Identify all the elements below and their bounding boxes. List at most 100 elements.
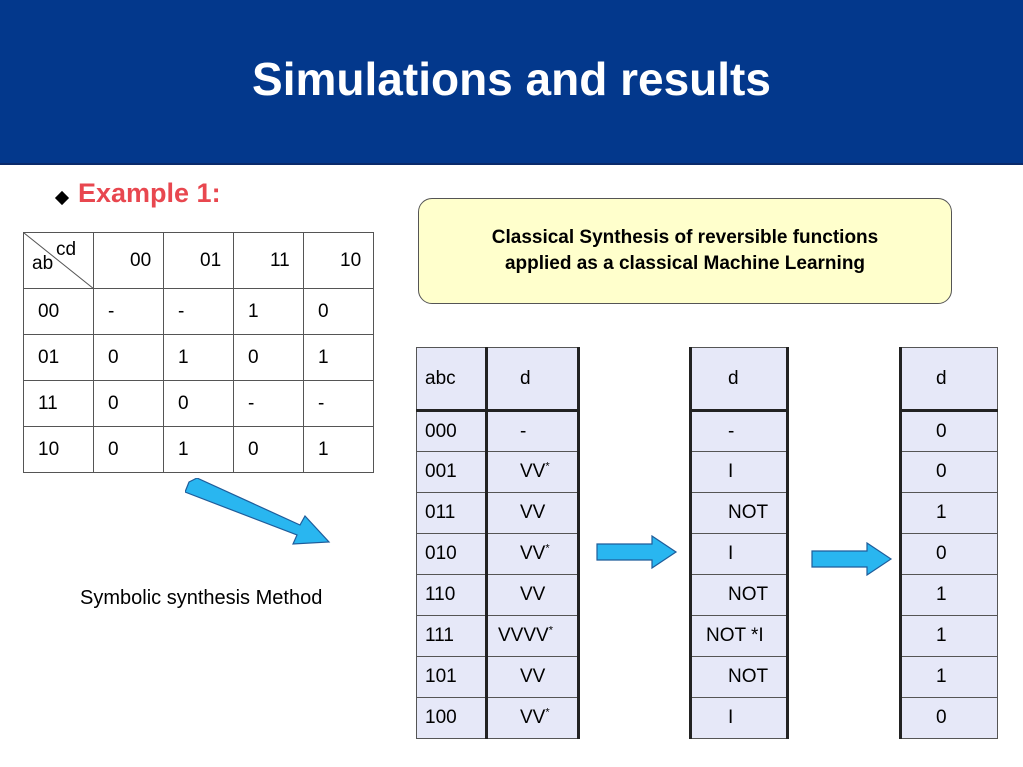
- slide-title: Simulations and results: [252, 53, 771, 105]
- table-row: 111 VVVV*: [416, 615, 579, 657]
- table-row: 0: [900, 410, 998, 452]
- kmap-cell: 0: [303, 288, 374, 335]
- kmap-cell: 1: [233, 288, 304, 335]
- table-header-d: d: [900, 347, 998, 412]
- value-cell: 0: [900, 533, 998, 575]
- table-row: NOT: [690, 492, 788, 534]
- table-row: 0: [900, 533, 998, 575]
- table-row: 101 VV: [416, 656, 579, 698]
- callout-line-1: Classical Synthesis of reversible functi…: [491, 227, 879, 248]
- karnaugh-map: cd ab 00 01 11 10 00 - - 1 0 01 0 1 0 1 …: [23, 232, 374, 473]
- d-cell: VV*: [486, 451, 579, 493]
- d-cell: VVVV*: [486, 615, 579, 657]
- kmap-cell: 0: [93, 380, 164, 427]
- example-heading: Example 1:: [78, 178, 221, 208]
- gate-cell: I: [690, 533, 788, 575]
- right-arrow-icon: [596, 535, 678, 569]
- kmap-cell: 0: [163, 380, 234, 427]
- kmap-row-header: 11: [23, 380, 94, 427]
- table-row: 000 -: [416, 410, 579, 452]
- kmap-cell: 1: [303, 426, 374, 473]
- kmap-row: 11 0 0 - -: [23, 380, 374, 427]
- kmap-cell: -: [93, 288, 164, 335]
- table-row: 110 VV: [416, 574, 579, 616]
- kmap-cell: 0: [93, 426, 164, 473]
- d-cell: VV*: [486, 533, 579, 575]
- kmap-row: 01 0 1 0 1: [23, 334, 374, 381]
- gate-table: d - I NOT I NOT NOT *I NOT I: [689, 347, 789, 739]
- table-row: I: [690, 533, 788, 575]
- gate-cell: NOT: [690, 574, 788, 616]
- value-cell: 1: [900, 574, 998, 616]
- abc-cell: 011: [416, 492, 488, 534]
- table-row: 0: [901, 698, 998, 739]
- star-mark: *: [545, 460, 550, 473]
- gate-cell: -: [690, 410, 788, 452]
- result-table: d 0 0 1 0 1 1 1 0: [899, 347, 998, 739]
- kmap-cell: 1: [163, 334, 234, 381]
- table-row: 1: [900, 615, 998, 657]
- d-cell: VV: [486, 574, 579, 616]
- abc-cell: 100: [416, 697, 488, 739]
- kmap-row: 10 0 1 0 1: [23, 426, 374, 473]
- gate-cell: NOT: [690, 492, 788, 534]
- abc-cell: 001: [416, 451, 488, 493]
- synthesis-callout: Classical Synthesis of reversible functi…: [418, 198, 952, 304]
- value-cell: 1: [900, 492, 998, 534]
- d-cell: VV: [486, 492, 579, 534]
- kmap-cell: -: [163, 288, 234, 335]
- d-cell: -: [486, 410, 579, 452]
- star-mark: *: [545, 706, 550, 719]
- kmap-row-header: 10: [23, 426, 94, 473]
- kmap-col-header: 01: [163, 232, 234, 289]
- method-caption: Symbolic synthesis Method: [80, 587, 323, 609]
- diamond-bullet-icon: [54, 190, 70, 206]
- d-cell: VV*: [520, 706, 550, 728]
- table-row: -: [690, 410, 788, 452]
- kmap-row: 00 - - 1 0: [23, 288, 374, 335]
- table-row: 010 VV*: [416, 533, 579, 575]
- gate-cell: I: [728, 707, 734, 728]
- table-header-d: d: [486, 347, 579, 412]
- d-cell: VV: [486, 656, 579, 698]
- star-mark: *: [548, 624, 553, 637]
- truth-table-abc-d: abc d 000 - 001 VV* 011 VV 010 VV* 110 V…: [416, 347, 580, 739]
- value-cell: 1: [900, 656, 998, 698]
- kmap-cell: 1: [303, 334, 374, 381]
- value-cell: 0: [900, 451, 998, 493]
- table-row: I: [690, 451, 788, 493]
- table-row: 100 VV*: [416, 697, 579, 739]
- kmap-corner: cd ab: [23, 232, 94, 289]
- abc-cell: 000: [416, 410, 488, 452]
- table-row: 011 VV: [416, 492, 579, 534]
- kmap-cell: -: [303, 380, 374, 427]
- table-row: NOT *I: [690, 615, 788, 657]
- gate-cell: NOT: [690, 656, 788, 698]
- kmap-col-variable: cd: [56, 239, 77, 260]
- gate-cell: I: [690, 451, 788, 493]
- abc-cell: 101: [416, 656, 488, 698]
- table-row: 1: [900, 656, 998, 698]
- kmap-cell: 0: [233, 426, 304, 473]
- kmap-cell: 1: [163, 426, 234, 473]
- table-header-d: d: [690, 347, 788, 412]
- table-row: 001 VV*: [416, 451, 579, 493]
- title-banner: Simulations and results: [0, 0, 1023, 165]
- kmap-col-header: 10: [303, 232, 374, 289]
- table-row: 1: [900, 492, 998, 534]
- value-cell: 1: [900, 615, 998, 657]
- corner-diagonal-line: [24, 233, 94, 289]
- abc-cell: 010: [416, 533, 488, 575]
- star-mark: *: [545, 542, 550, 555]
- kmap-cell: 0: [93, 334, 164, 381]
- diagonal-arrow-icon: [185, 478, 331, 545]
- kmap-row-header: 01: [23, 334, 94, 381]
- kmap-col-header: 11: [233, 232, 304, 289]
- right-arrow-icon: [811, 542, 893, 576]
- table-row: 0: [900, 451, 998, 493]
- value-cell: 0: [900, 410, 998, 452]
- callout-line-2: applied as a classical Machine Learning: [504, 253, 866, 274]
- abc-cell: 111: [416, 615, 488, 657]
- kmap-cell: -: [233, 380, 304, 427]
- kmap-cell: 0: [233, 334, 304, 381]
